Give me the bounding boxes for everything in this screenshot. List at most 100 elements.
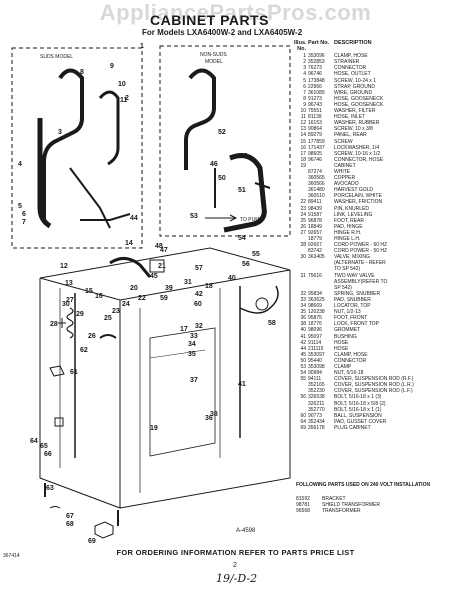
- callout-number: 61: [70, 369, 78, 376]
- watermark: AppliancePartsPros.com: [99, 0, 372, 25]
- illus-no: 31: [300, 272, 306, 279]
- part-description: VALVE, MIXING: [334, 254, 370, 261]
- part-no: 171437: [308, 144, 325, 151]
- part-no: 96746: [308, 156, 322, 163]
- left-margin-code: 367414: [3, 553, 20, 559]
- illus-no: 7: [303, 89, 306, 96]
- outlet-hose-suds: [37, 118, 52, 229]
- part-no: 96746: [308, 71, 322, 78]
- part-description: SHIELD TRANSFORMER: [322, 502, 380, 508]
- extra-parts-row: 98781 SHIELD TRANSFORMER: [296, 502, 466, 508]
- illus-no: 3: [303, 65, 306, 72]
- part-no: 98781: [296, 502, 310, 508]
- illus-no: 6: [303, 83, 306, 90]
- part-description: HOSE: [334, 345, 349, 352]
- part-no: 356178: [308, 424, 325, 431]
- part-description: PANEL, REAR: [334, 132, 367, 139]
- part-no: 96568: [296, 508, 310, 514]
- illus-no: 19: [300, 162, 306, 169]
- header-description: DESCRIPTION: [334, 40, 372, 46]
- callout-number: 58: [268, 320, 276, 327]
- callout-number: 2: [125, 95, 129, 102]
- part-no: 95875: [308, 315, 322, 322]
- part-description: HOSE, INLET: [334, 114, 366, 121]
- part-no: 90864: [308, 126, 322, 133]
- callout-number: 52: [218, 129, 226, 136]
- part-description: SPRING, SNUBBER: [334, 290, 381, 297]
- callout-number: 33: [190, 333, 198, 340]
- part-description: WASHER, RUBBER: [334, 120, 380, 127]
- ordering-footer: FOR ORDERING INFORMATION REFER TO PARTS …: [116, 548, 355, 557]
- callout-number: 16: [95, 293, 103, 300]
- cabinet-body: [39, 278, 121, 509]
- illus-no: 8: [303, 95, 306, 102]
- callout-number: 13: [65, 280, 73, 287]
- callout-number: 38: [210, 411, 218, 418]
- illus-no: 24: [300, 211, 306, 218]
- illus-no: 30: [300, 254, 306, 261]
- illus-no: 1: [303, 53, 306, 60]
- part-description: HARVEST GOLD: [334, 187, 373, 194]
- part-description: NUT, 5/16-18: [334, 370, 364, 377]
- part-description: BOLT, 5/16-18 x 1 (3): [334, 394, 382, 401]
- part-description: CORD POWER - 60 HZ: [334, 242, 388, 249]
- figure-code: A-4598: [236, 528, 256, 534]
- part-no: 98439: [308, 205, 322, 212]
- nonsuds-model-label-2: MODEL: [205, 59, 223, 65]
- part-no: 98605: [308, 150, 322, 157]
- illus-no: 13: [300, 126, 306, 133]
- part-description: BUSHING: [334, 333, 357, 340]
- illus-no: 18: [300, 156, 306, 163]
- callout-number: 42: [195, 291, 203, 298]
- front-foot: [94, 521, 114, 539]
- illus-no: 9: [303, 101, 306, 108]
- illus-no: 35: [300, 309, 306, 316]
- callout-number: 45: [150, 273, 158, 280]
- callout-number: 14: [125, 240, 133, 247]
- part-description: CLAMP, HOSE: [334, 351, 368, 358]
- page-subtitle: For Models LXA6400W-2 and LXA6405W-2: [142, 28, 303, 37]
- illus-no: 50: [300, 357, 306, 364]
- illus-no: 45: [300, 351, 306, 358]
- part-description: PORCELAIN, WHITE: [334, 193, 382, 200]
- callout-number: 9: [110, 63, 114, 70]
- illus-no: 42: [300, 339, 306, 346]
- illus-no: 26: [300, 223, 306, 230]
- part-no: 94111: [308, 376, 322, 383]
- part-no: 173848: [308, 77, 325, 84]
- header-illus-no: Illus. No.: [294, 40, 307, 53]
- illus-no: 10: [300, 108, 306, 115]
- part-description: HOSE, GOOSENECK: [334, 101, 384, 108]
- callout-number: 11: [120, 97, 128, 104]
- part-no: 90773: [308, 412, 322, 419]
- part-no: 95834: [308, 290, 322, 297]
- callout-number: 32: [195, 323, 203, 330]
- part-description: FOOT, REAR: [334, 217, 365, 224]
- part-description: CONNECTOR, HOSE: [334, 156, 384, 163]
- illus-no: 44: [300, 345, 306, 352]
- part-no: 22966: [308, 83, 322, 90]
- part-description: (ALTERNATE - REFER: [334, 260, 386, 267]
- part-no: 75616: [308, 272, 322, 279]
- part-description: BRACKET: [322, 496, 346, 502]
- part-description: HOSE, OUTLET: [334, 71, 371, 78]
- callout-number: 1: [140, 43, 144, 50]
